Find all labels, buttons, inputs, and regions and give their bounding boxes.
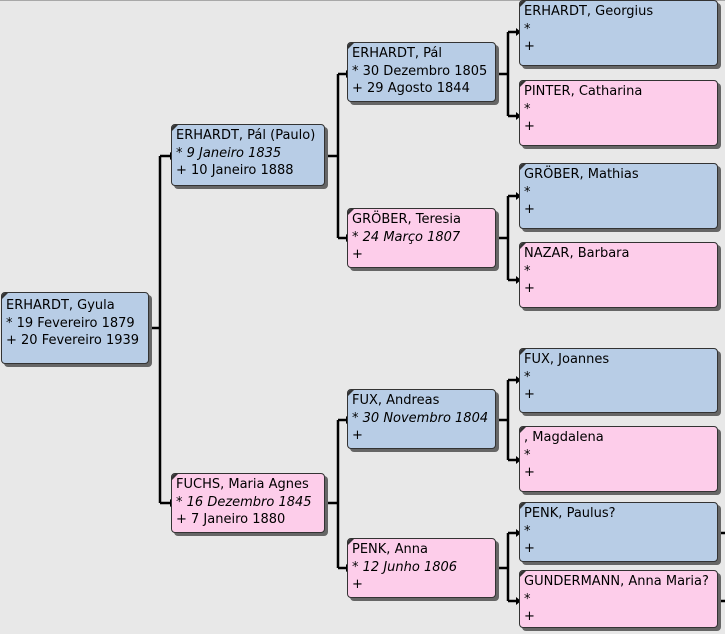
person-birth: * 9 Janeiro 1835 (176, 145, 282, 161)
person-name: FUX, Joannes (524, 352, 610, 367)
person-name: GRÖBER, Teresia (352, 212, 461, 227)
person-birth: * 19 Fevereiro 1879 (6, 315, 135, 331)
person-box-erhardt-pal[interactable]: ERHARDT, Pál * 30 Dezembro 1805 + 29 Ago… (347, 42, 496, 102)
person-box-pinter-catharina[interactable]: PINTER, Catharina * + (519, 80, 718, 146)
person-name: ERHARDT, Georgius (524, 4, 654, 19)
box-corner-marker (520, 243, 526, 249)
person-box-fux-joannes[interactable]: FUX, Joannes * + (519, 348, 718, 413)
person-box-magdalena[interactable]: , Magdalena * + (519, 426, 718, 492)
box-corner-marker (172, 474, 178, 480)
person-birth: * 30 Novembro 1804 (352, 410, 489, 426)
person-birth: * (524, 21, 531, 37)
person-box-penk-anna[interactable]: PENK, Anna * 12 Junho 1806 + (347, 538, 496, 598)
person-box-penk-paulus[interactable]: PENK, Paulus? * + (519, 502, 718, 562)
box-corner-marker (348, 390, 354, 396)
box-corner-marker (348, 43, 354, 49)
person-death: + (524, 202, 535, 217)
box-corner-marker (520, 349, 526, 355)
person-birth: * 30 Dezembro 1805 (352, 63, 488, 79)
person-death: + (524, 387, 535, 402)
person-box-erhardt-pal-paulo[interactable]: ERHARDT, Pál (Paulo) * 9 Janeiro 1835 + … (171, 124, 325, 186)
person-name: ERHARDT, Gyula (6, 298, 115, 313)
person-box-fuchs-maria-agnes[interactable]: FUCHS, Maria Agnes * 16 Dezembro 1845 + … (171, 473, 325, 533)
person-name: ERHARDT, Pál (352, 46, 442, 61)
person-name: PENK, Paulus? (524, 506, 616, 521)
person-death: + 10 Janeiro 1888 (176, 163, 294, 178)
box-corner-marker (520, 571, 526, 577)
person-death: + (352, 428, 363, 443)
person-box-erhardt-georgius[interactable]: ERHARDT, Georgius * + (519, 0, 718, 66)
person-name: GRÖBER, Mathias (524, 167, 639, 182)
box-corner-marker (520, 164, 526, 170)
person-name: PINTER, Catharina (524, 84, 643, 99)
person-name: ERHARDT, Pál (Paulo) (176, 128, 316, 143)
person-box-grober-mathias[interactable]: GRÖBER, Mathias * + (519, 163, 718, 229)
person-box-erhardt-gyula[interactable]: ERHARDT, Gyula * 19 Fevereiro 1879 + 20 … (1, 292, 149, 364)
person-death: + (524, 541, 535, 556)
person-name: FUX, Andreas (352, 393, 440, 408)
person-birth: * (524, 523, 531, 539)
person-birth: * (524, 591, 531, 607)
person-birth: * 16 Dezembro 1845 (176, 494, 312, 510)
person-birth: * (524, 263, 531, 279)
person-birth: * (524, 101, 531, 117)
person-name: GUNDERMANN, Anna Maria? (524, 574, 709, 589)
person-birth: * (524, 447, 531, 463)
person-name: NAZAR, Barbara (524, 246, 630, 261)
box-corner-marker (348, 539, 354, 545)
person-death: + (524, 281, 535, 296)
box-corner-marker (520, 427, 526, 433)
person-death: + (524, 39, 535, 54)
person-death: + 29 Agosto 1844 (352, 81, 470, 96)
person-box-grober-teresia[interactable]: GRÖBER, Teresia * 24 Março 1807 + (347, 208, 496, 268)
person-birth: * (524, 184, 531, 200)
person-box-fux-andreas[interactable]: FUX, Andreas * 30 Novembro 1804 + (347, 389, 496, 449)
person-birth: * (524, 369, 531, 385)
person-name: FUCHS, Maria Agnes (176, 477, 309, 492)
person-death: + 20 Fevereiro 1939 (6, 333, 140, 348)
person-death: + (524, 465, 535, 480)
person-name: PENK, Anna (352, 542, 428, 557)
box-corner-marker (520, 81, 526, 87)
person-death: + 7 Janeiro 1880 (176, 512, 286, 527)
person-death: + (524, 119, 535, 134)
box-corner-marker (520, 1, 526, 7)
person-birth: * 12 Junho 1806 (352, 559, 458, 575)
box-corner-marker (520, 503, 526, 509)
box-corner-marker (172, 125, 178, 131)
person-death: + (352, 577, 363, 592)
person-birth: * 24 Março 1807 (352, 229, 461, 245)
person-box-gundermann-anna-maria[interactable]: GUNDERMANN, Anna Maria? * + (519, 570, 718, 628)
box-corner-marker (348, 209, 354, 215)
person-box-nazar-barbara[interactable]: NAZAR, Barbara * + (519, 242, 718, 308)
window-top-border (0, 0, 725, 1)
box-corner-marker (2, 293, 8, 299)
person-death: + (352, 247, 363, 262)
person-death: + (524, 609, 535, 624)
person-name: , Magdalena (524, 430, 604, 445)
